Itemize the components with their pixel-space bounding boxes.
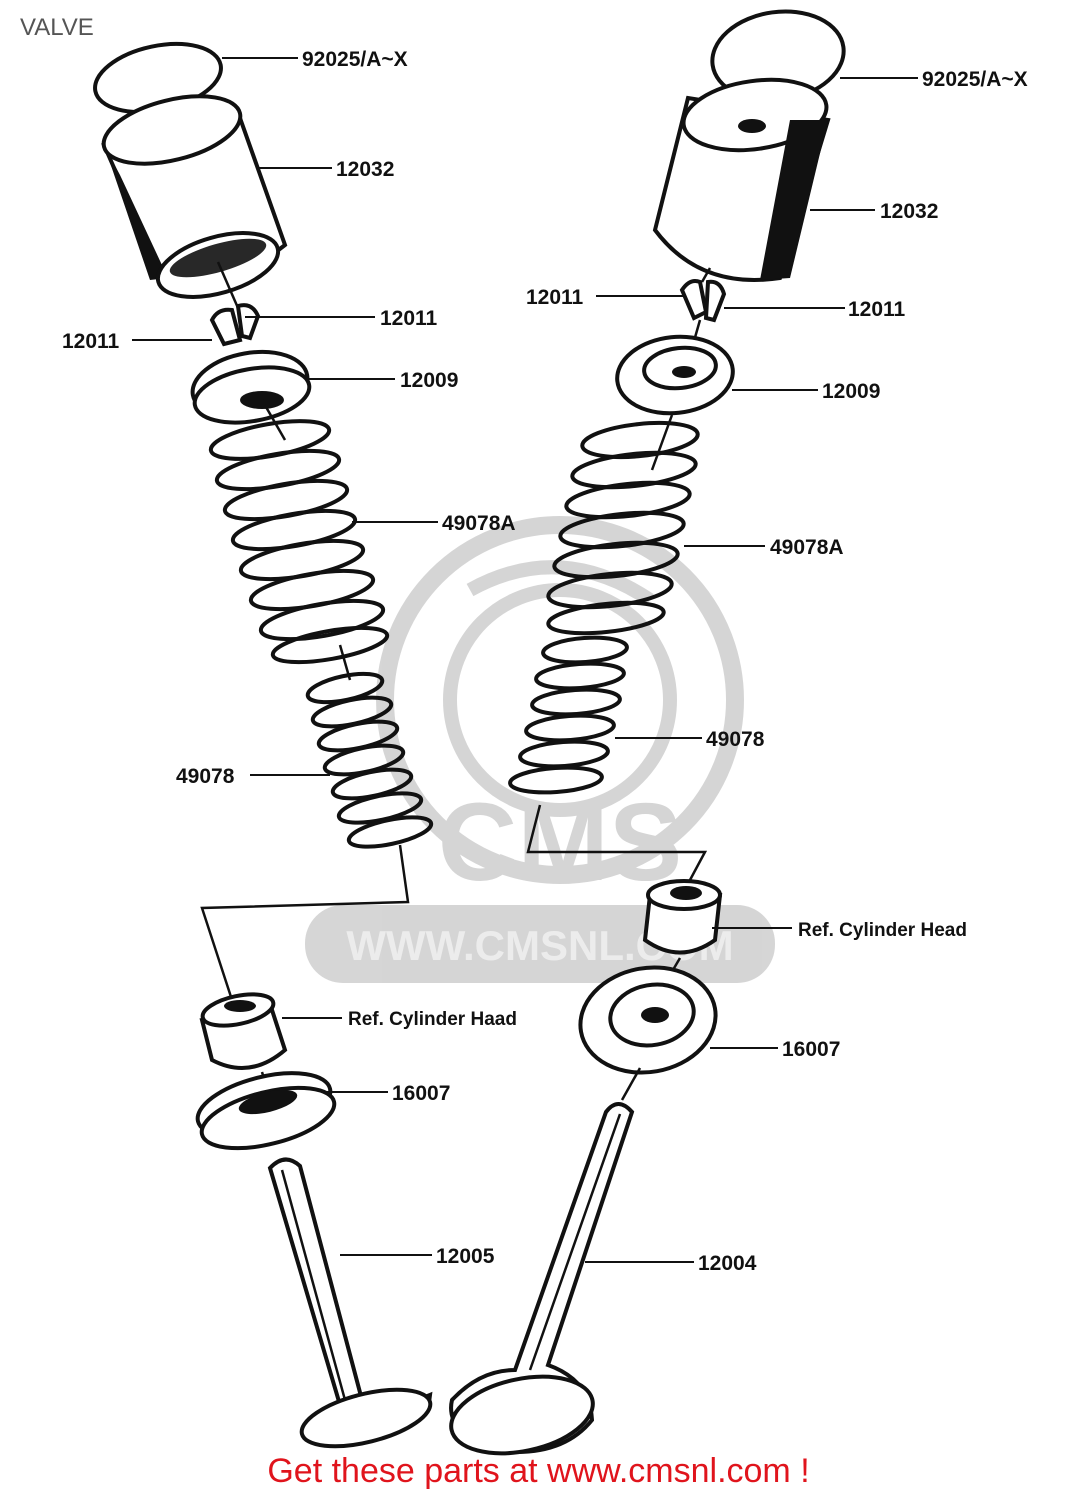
page-title: VALVE [20,14,94,41]
collets-right [679,279,727,323]
outer-spring-right [546,420,700,636]
label-seat-right: 16007 [782,1038,840,1061]
spring-seat-right [578,965,718,1075]
inner-spring-right [508,635,629,795]
label-seat-left: 16007 [392,1082,450,1105]
valve-guide-left [199,992,288,1070]
leader-lines [132,57,918,1263]
label-retainer-left: 12009 [400,369,458,392]
label-valve-right: 12004 [698,1252,757,1275]
valve-guide-right [642,879,723,955]
valve-left [267,1157,433,1449]
watermark-logo: CMS [438,781,682,904]
lifter-left [101,94,288,299]
footer-parts-link[interactable]: Get these parts at www.cmsnl.com ! [267,1452,810,1490]
label-inner-spring-right: 49078 [706,728,765,751]
label-collet-right-outer: 12011 [526,286,584,309]
retainer-right [615,334,735,416]
label-shim-left: 92025/A~X [302,48,408,71]
label-outer-spring-right: 49078A [770,536,844,559]
collets-left [209,303,261,347]
label-collet-right-inner: 12011 [848,298,906,321]
retainer-left [190,349,312,425]
inner-spring-left [305,671,434,849]
label-retainer-right: 12009 [822,380,880,403]
spring-seat-left [195,1071,337,1151]
label-outer-spring-left: 49078A [442,512,516,535]
label-lifter-left: 12032 [336,158,394,181]
label-valve-left: 12005 [436,1245,495,1268]
outer-spring-left [208,419,390,665]
label-ref-left: Ref. Cylinder Haad [348,1009,517,1030]
label-inner-spring-left: 49078 [176,765,235,788]
label-lifter-right: 12032 [880,200,938,223]
label-collet-left-outer: 12011 [62,330,120,353]
label-ref-right: Ref. Cylinder Head [798,920,967,941]
lifter-right [652,77,831,282]
valve-right [449,1102,635,1456]
label-shim-right: 92025/A~X [922,68,1028,91]
label-collet-left-inner: 12011 [380,307,438,330]
